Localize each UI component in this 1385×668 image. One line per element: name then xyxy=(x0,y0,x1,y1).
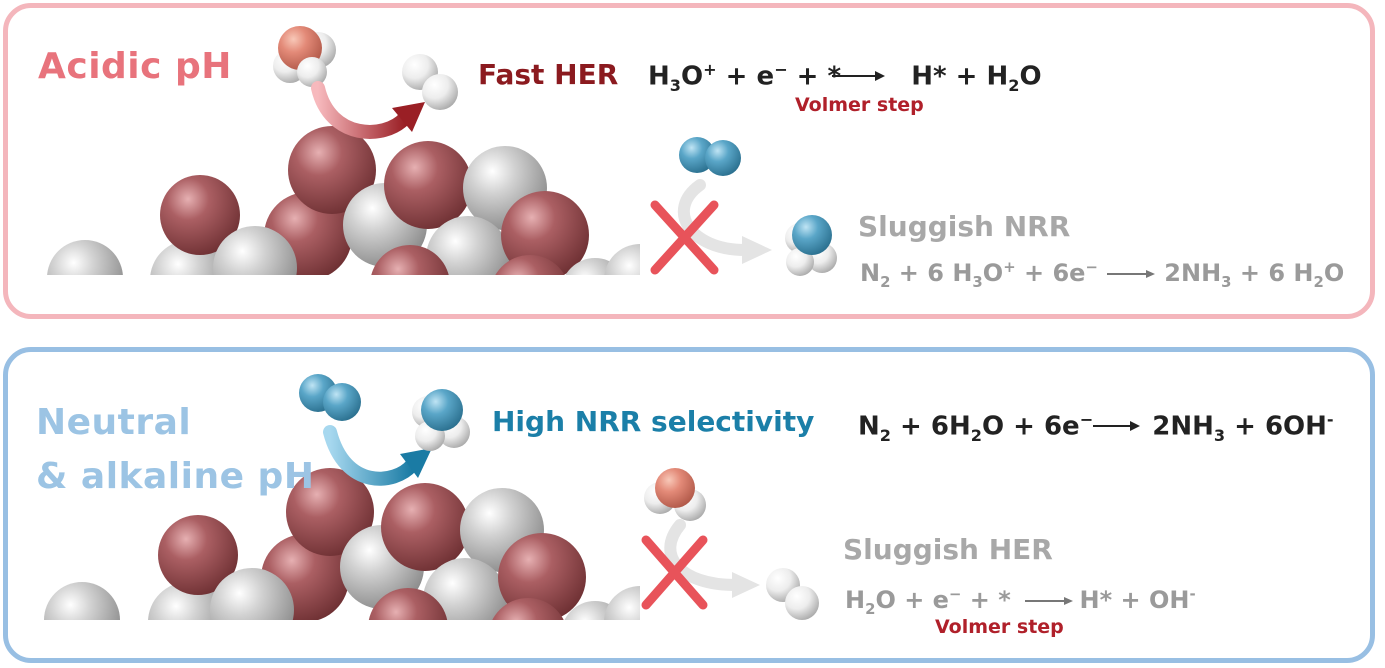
volmer-equation-top: H3O+ + e− + * H* + H2O xyxy=(648,60,1042,95)
nrr-equation-acidic: N2 + 6 H3O+ + 6e− 2NH3 + 6 H2O xyxy=(860,258,1345,291)
nitrogen-molecule-bottom xyxy=(299,374,361,421)
high-nrr-arrow xyxy=(323,425,432,486)
ammonia-molecule-top xyxy=(785,215,837,276)
nrr-equation-neutral: N2 + 6H2O + 6e− 2NH3 + 6OH- xyxy=(858,410,1334,445)
ammonia-molecule-bottom xyxy=(412,389,470,451)
fast-her-arrow xyxy=(311,81,425,139)
reaction-arrow-bottom-2 xyxy=(1025,597,1073,605)
alkaline-ph-title-line2: & alkaline pH xyxy=(36,456,315,497)
volmer-equation-bottom: H2O + e− + * H* + OH- xyxy=(845,585,1196,618)
fast-her-label: Fast HER xyxy=(478,58,619,91)
nitrogen-molecule-top xyxy=(679,137,741,176)
hydrogen-molecule-bottom xyxy=(766,568,819,620)
cross-mark-bottom xyxy=(641,535,708,610)
acidic-ph-title: Acidic pH xyxy=(38,46,232,87)
neutral-title-line1: Neutral xyxy=(36,402,192,443)
water-molecule-bottom xyxy=(644,468,706,521)
catalyst-surface-bottom xyxy=(44,468,640,620)
catalyst-surface-top xyxy=(47,126,640,275)
high-nrr-selectivity-label: High NRR selectivity xyxy=(492,405,815,438)
hydronium-molecule-top xyxy=(273,26,336,87)
cross-mark-top xyxy=(650,200,719,275)
volmer-step-label-top: Volmer step xyxy=(795,94,924,116)
reaction-arrow-bottom-1 xyxy=(1093,421,1140,431)
reaction-arrow-top-1 xyxy=(832,71,885,81)
volmer-step-label-bottom: Volmer step xyxy=(935,616,1064,638)
hydrogen-molecule-top xyxy=(402,54,458,110)
reaction-arrow-top-2 xyxy=(1107,270,1155,278)
sluggish-her-label: Sluggish HER xyxy=(843,533,1053,566)
sluggish-nrr-label: Sluggish NRR xyxy=(858,210,1071,243)
